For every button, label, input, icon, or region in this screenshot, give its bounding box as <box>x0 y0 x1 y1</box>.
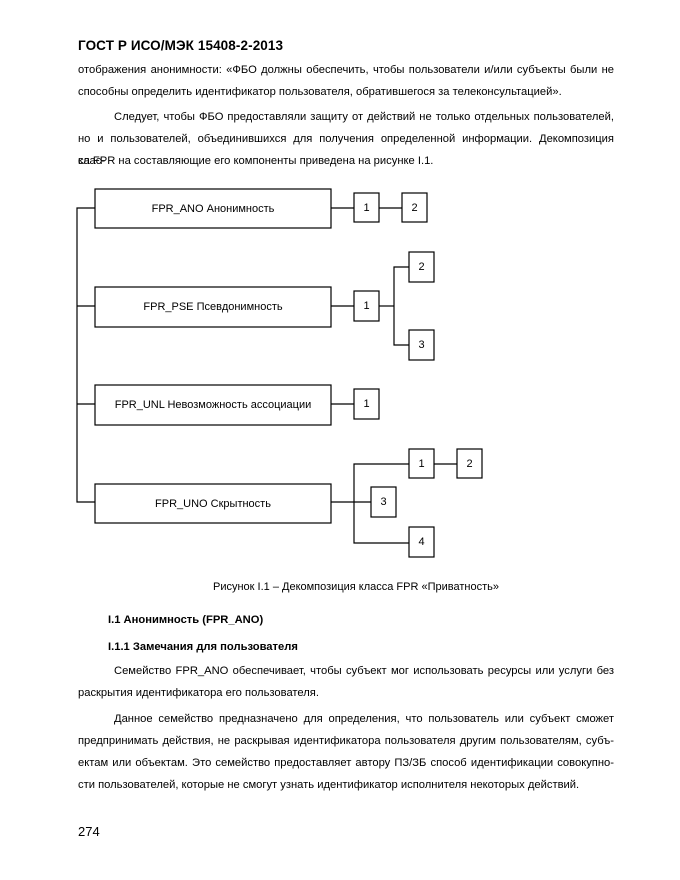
component-box <box>408 251 435 283</box>
section-para2-line-1: Данное семейство предназначено для опред… <box>114 713 614 725</box>
component-box <box>408 329 435 361</box>
intro-line-2: способны определить идентификатор пользо… <box>78 86 562 98</box>
component-box <box>401 192 428 223</box>
component-label: 4 <box>418 536 424 548</box>
section-para1-line-1: Семейство FPR_ANO обеспечивает, чтобы су… <box>114 665 614 677</box>
family-label-unl: FPR_UNL Невозможность ассоциации <box>115 399 312 411</box>
family-label-uno: FPR_UNO Скрытность <box>155 498 271 510</box>
component-box <box>353 388 380 420</box>
section-para2-line-4: сти пользователей, которые не смогут узн… <box>78 779 580 791</box>
component-box <box>408 448 435 479</box>
trunk-line <box>76 207 95 503</box>
section-para2-line-3: ектам или объектам. Это семейство предос… <box>78 757 614 769</box>
family-box-pse <box>94 286 332 328</box>
page-number: 274 <box>78 824 100 839</box>
component-label: 1 <box>363 300 369 312</box>
component-label: 1 <box>363 202 369 214</box>
figure-caption: Рисунок I.1 – Декомпозиция класса FPR «П… <box>213 581 499 593</box>
para2-line-3: са FPR на составляющие его компоненты пр… <box>78 155 434 167</box>
subsection-heading: I.1.1 Замечания для пользователя <box>108 641 298 653</box>
family-label-ano: FPR_ANO Анонимность <box>152 203 275 215</box>
family-box-unl <box>94 384 332 426</box>
connector <box>393 266 409 346</box>
component-label: 1 <box>418 458 424 470</box>
para2-line-2: но и пользователей, объединившихся для п… <box>78 133 614 167</box>
document-header: ГОСТ Р ИСО/МЭК 15408-2-2013 <box>78 38 284 53</box>
component-label: 3 <box>418 339 424 351</box>
component-box <box>408 526 435 558</box>
component-box <box>456 448 483 479</box>
component-label: 3 <box>380 496 386 508</box>
component-label: 2 <box>411 202 417 214</box>
component-label: 2 <box>466 458 472 470</box>
component-label: 1 <box>363 398 369 410</box>
para2-line-1: Следует, чтобы ФБО предоставляли защиту … <box>114 111 614 123</box>
section-para1-line-2: раскрытия идентификатора его пользовател… <box>78 687 319 699</box>
family-box-uno <box>94 483 332 524</box>
section-para2-line-2: предпринимать действия, не раскрывая иде… <box>78 735 614 747</box>
component-box <box>370 486 397 518</box>
section-heading: I.1 Анонимность (FPR_ANO) <box>108 614 264 626</box>
component-box <box>353 290 380 322</box>
intro-line-1: отображения анонимности: «ФБО должны обе… <box>78 64 614 76</box>
family-label-pse: FPR_PSE Псевдонимность <box>143 301 282 313</box>
component-label: 2 <box>418 261 424 273</box>
connector <box>353 463 409 544</box>
